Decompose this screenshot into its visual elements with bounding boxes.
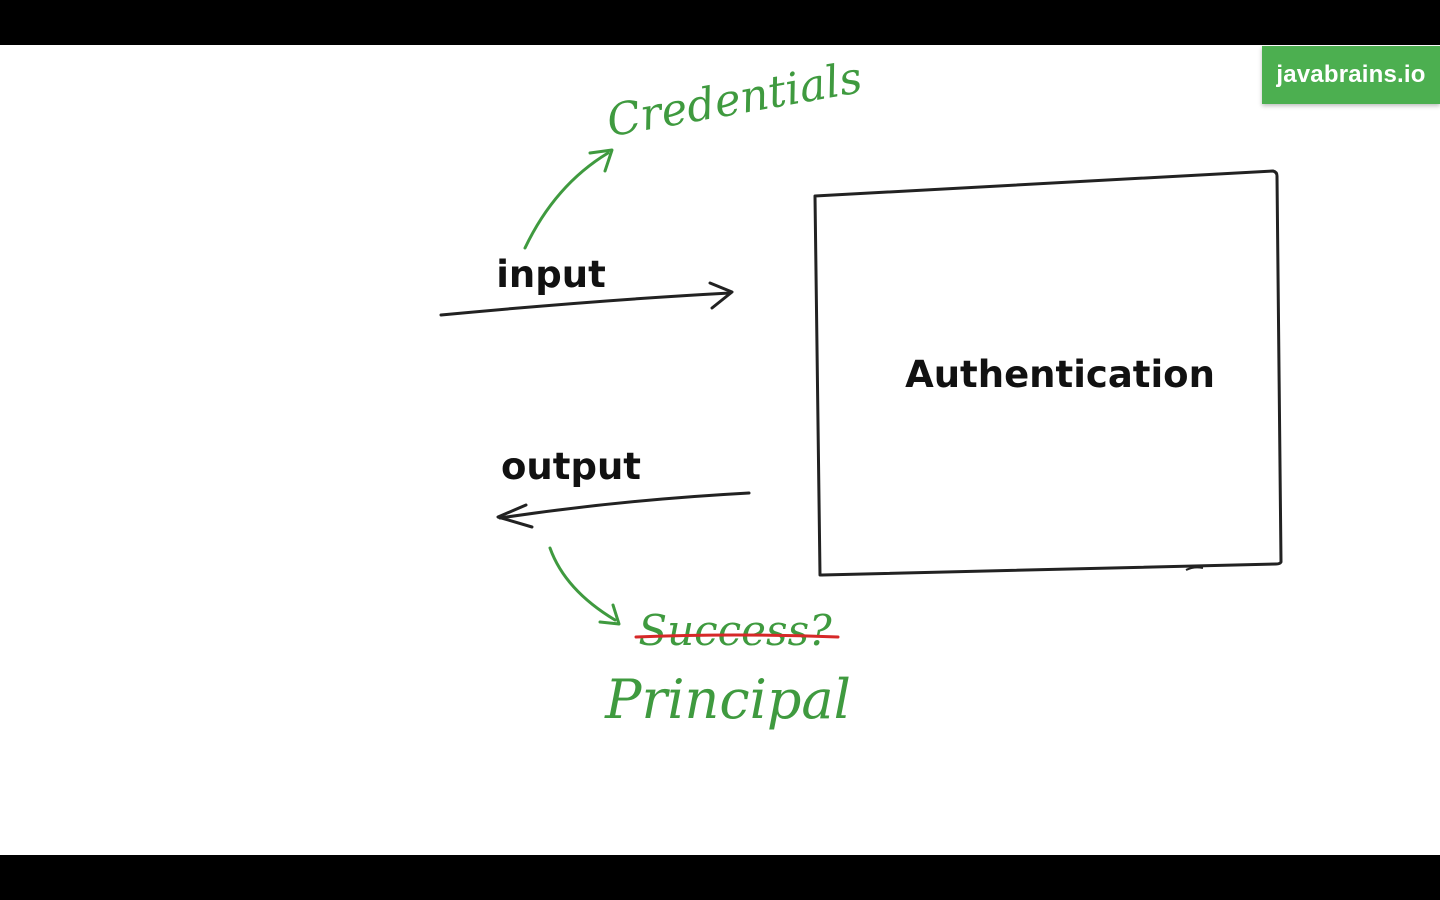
output-arrowhead — [496, 503, 534, 529]
success-label: Success? — [638, 606, 832, 655]
principal-arrowhead — [598, 603, 621, 626]
input-label: input — [496, 253, 606, 296]
credentials-arrow — [523, 151, 610, 250]
authentication-label: Authentication — [905, 353, 1215, 396]
output-label: output — [501, 445, 641, 488]
input-arrowhead — [708, 281, 734, 310]
authentication-box — [813, 169, 1283, 577]
brand-label: javabrains.io — [1276, 61, 1426, 88]
whiteboard-slide — [0, 45, 1440, 855]
principal-arrow — [548, 546, 617, 622]
credentials-label: Credentials — [603, 52, 866, 147]
output-arrow — [498, 491, 751, 520]
principal-label: Principal — [604, 668, 851, 731]
bottom-letterbox — [0, 855, 1440, 900]
box-stroke-tail — [1185, 566, 1204, 571]
credentials-arrowhead — [588, 148, 614, 173]
top-letterbox — [0, 0, 1440, 45]
input-arrow — [439, 291, 732, 317]
javabrains-logo-badge[interactable]: javabrains.io — [1262, 46, 1440, 104]
success-strikethrough — [634, 633, 840, 639]
